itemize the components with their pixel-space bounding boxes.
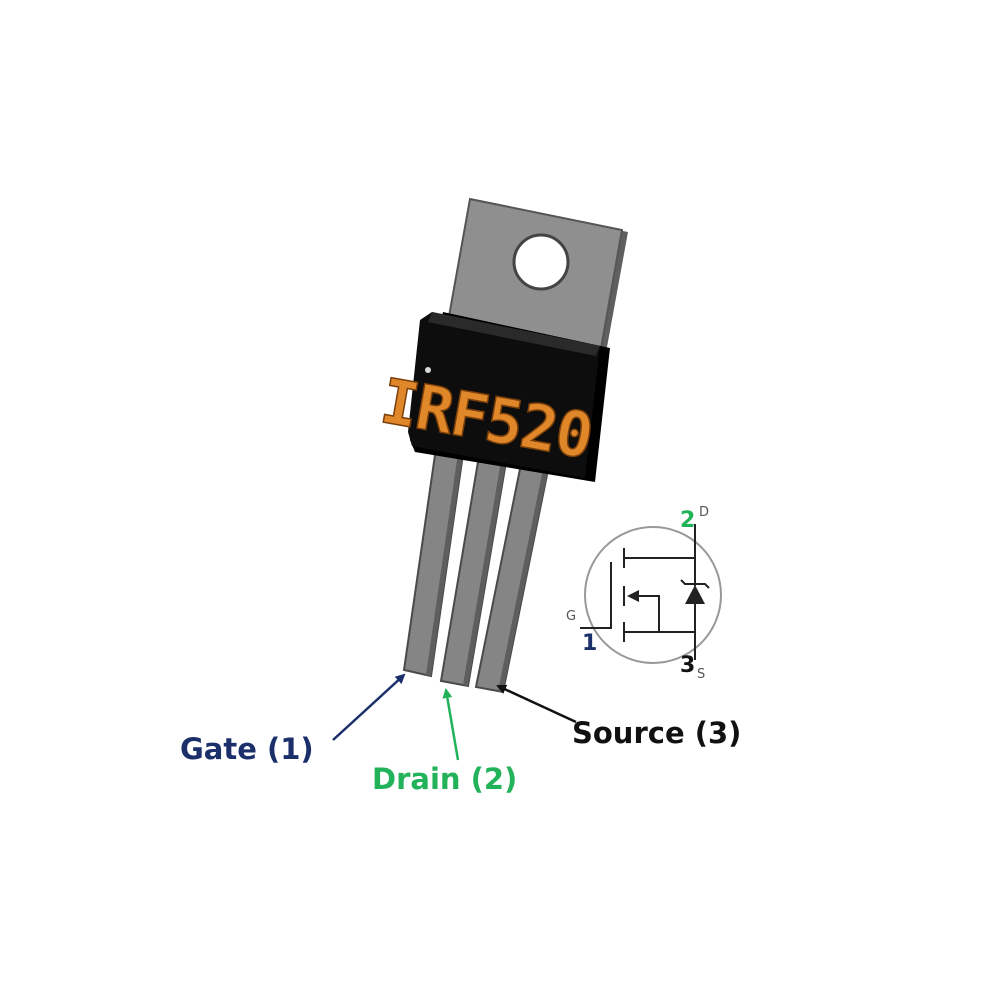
source-arrow [496, 684, 577, 724]
mosfet-symbol [580, 524, 722, 664]
metal-tab [446, 197, 628, 358]
source-label: Source (3) [572, 716, 741, 750]
symbol-drain-number: 2 [680, 508, 695, 533]
diode-wire-top [694, 580, 696, 586]
diode-triangle [685, 585, 705, 604]
gate-arrow [332, 673, 406, 741]
mounting-hole [512, 233, 570, 291]
drain-label: Drain (2) [372, 762, 517, 796]
symbol-source-number: 3 [680, 653, 695, 678]
drain-arrow [442, 688, 460, 761]
package-body [408, 312, 610, 482]
symbol-circle [584, 526, 722, 664]
gate-label: Gate (1) [180, 732, 314, 766]
symbol-source-letter: S [697, 667, 705, 682]
symbol-gate-number: 1 [582, 631, 597, 656]
symbol-gate-line [580, 562, 612, 629]
symbol-drain-letter: D [699, 505, 709, 520]
pin1-dot [425, 367, 431, 373]
diode-wire-bot [694, 602, 696, 612]
body-line [636, 595, 660, 632]
symbol-gate-letter: G [566, 609, 576, 624]
body-arrow [627, 590, 639, 602]
